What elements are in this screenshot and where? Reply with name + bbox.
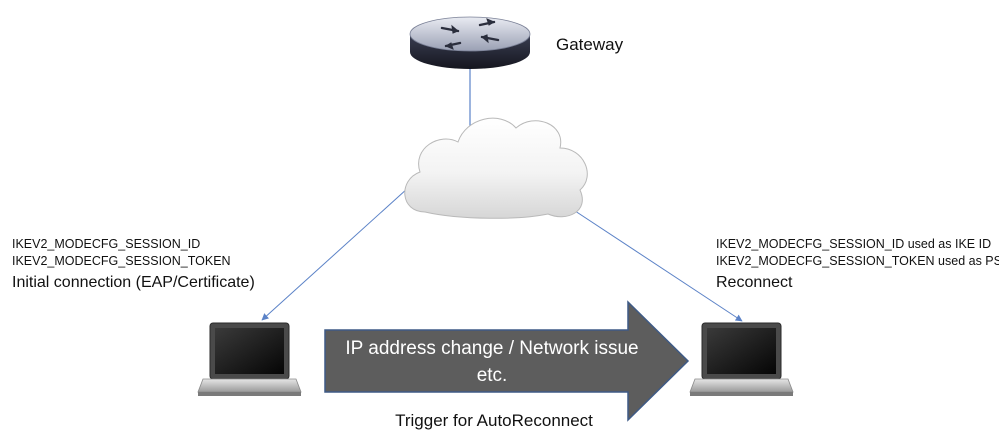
left-laptop-icon <box>197 322 302 396</box>
right-session-id-label: IKEV2_MODECFG_SESSION_ID used as IKE ID <box>716 237 991 251</box>
router-icon <box>409 16 531 69</box>
arrow-text-line2: etc. <box>477 365 508 386</box>
cloud-to-right-laptop-connector <box>565 204 743 322</box>
arrow-text-line1: IP address change / Network issue <box>345 338 638 359</box>
right-session-token-label: IKEV2_MODECFG_SESSION_TOKEN used as PSK <box>716 254 999 268</box>
initial-connection-label: Initial connection (EAP/Certificate) <box>12 274 255 291</box>
left-session-id-label: IKEV2_MODECFG_SESSION_ID <box>12 237 200 251</box>
cloud-to-left-laptop-connector <box>261 187 409 321</box>
trigger-label: Trigger for AutoReconnect <box>395 411 593 430</box>
transition-arrow <box>324 300 690 422</box>
right-laptop-icon <box>689 322 794 396</box>
left-session-token-label: IKEV2_MODECFG_SESSION_TOKEN <box>12 254 231 268</box>
cloud-icon <box>404 117 588 219</box>
gateway-label: Gateway <box>556 35 624 54</box>
reconnect-label: Reconnect <box>716 274 793 291</box>
